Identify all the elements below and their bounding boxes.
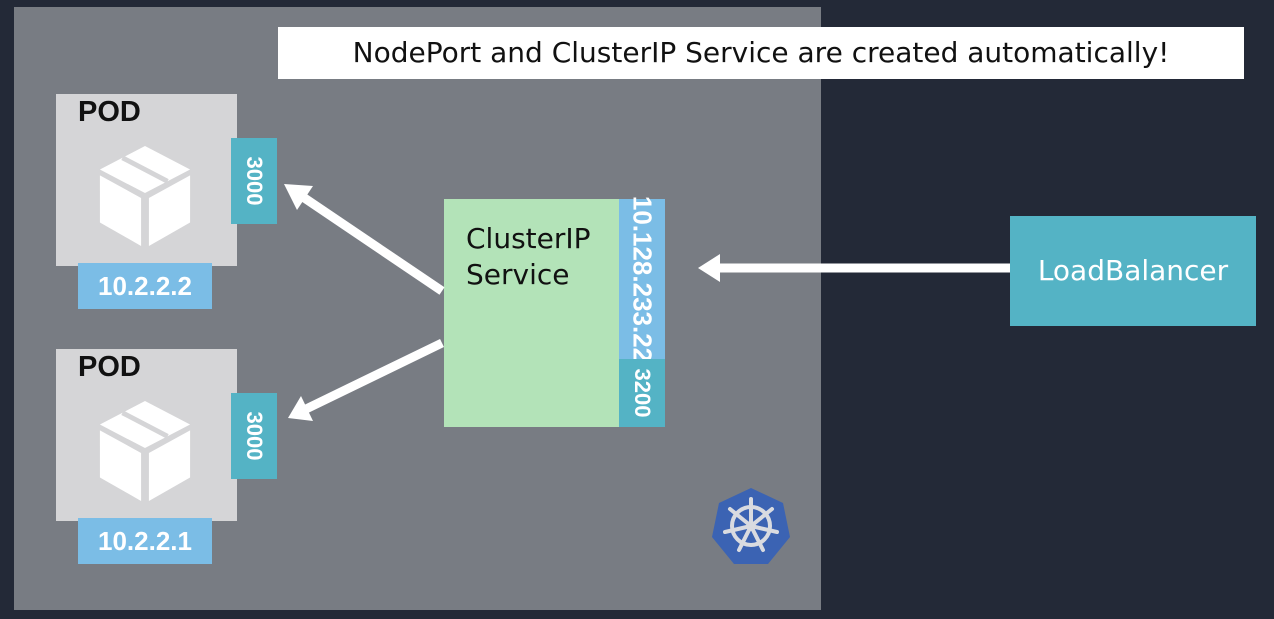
service-port-label: 3200 xyxy=(630,368,655,418)
pod-2-ip: 10.2.2.1 xyxy=(78,518,212,564)
service-label-line2: Service xyxy=(466,258,570,291)
pod-1-title: POD xyxy=(78,96,141,128)
service-ip-label: 10.128.233.22 xyxy=(627,195,658,363)
pod-1: POD xyxy=(56,94,237,266)
banner-text: NodePort and ClusterIP Service are creat… xyxy=(278,27,1244,79)
service-label: ClusterIP Service xyxy=(466,221,591,293)
kubernetes-helm-icon xyxy=(712,488,790,564)
pod-2-title: POD xyxy=(78,351,141,383)
load-balancer: LoadBalancer xyxy=(1010,216,1256,326)
pod-1-port: 3000 xyxy=(231,138,277,224)
service-ip: 10.128.233.22 xyxy=(619,195,665,363)
box-icon xyxy=(99,401,191,501)
clusterip-service: ClusterIP Service xyxy=(444,199,619,427)
pod-2-port: 3000 xyxy=(231,393,277,479)
service-port: 3200 xyxy=(619,359,665,427)
service-label-line1: ClusterIP xyxy=(466,222,591,255)
box-icon xyxy=(99,146,191,246)
pod-1-ip: 10.2.2.2 xyxy=(78,263,212,309)
pod-2: POD xyxy=(56,349,237,521)
pod-2-port-label: 3000 xyxy=(242,411,267,461)
pod-1-port-label: 3000 xyxy=(242,156,267,206)
